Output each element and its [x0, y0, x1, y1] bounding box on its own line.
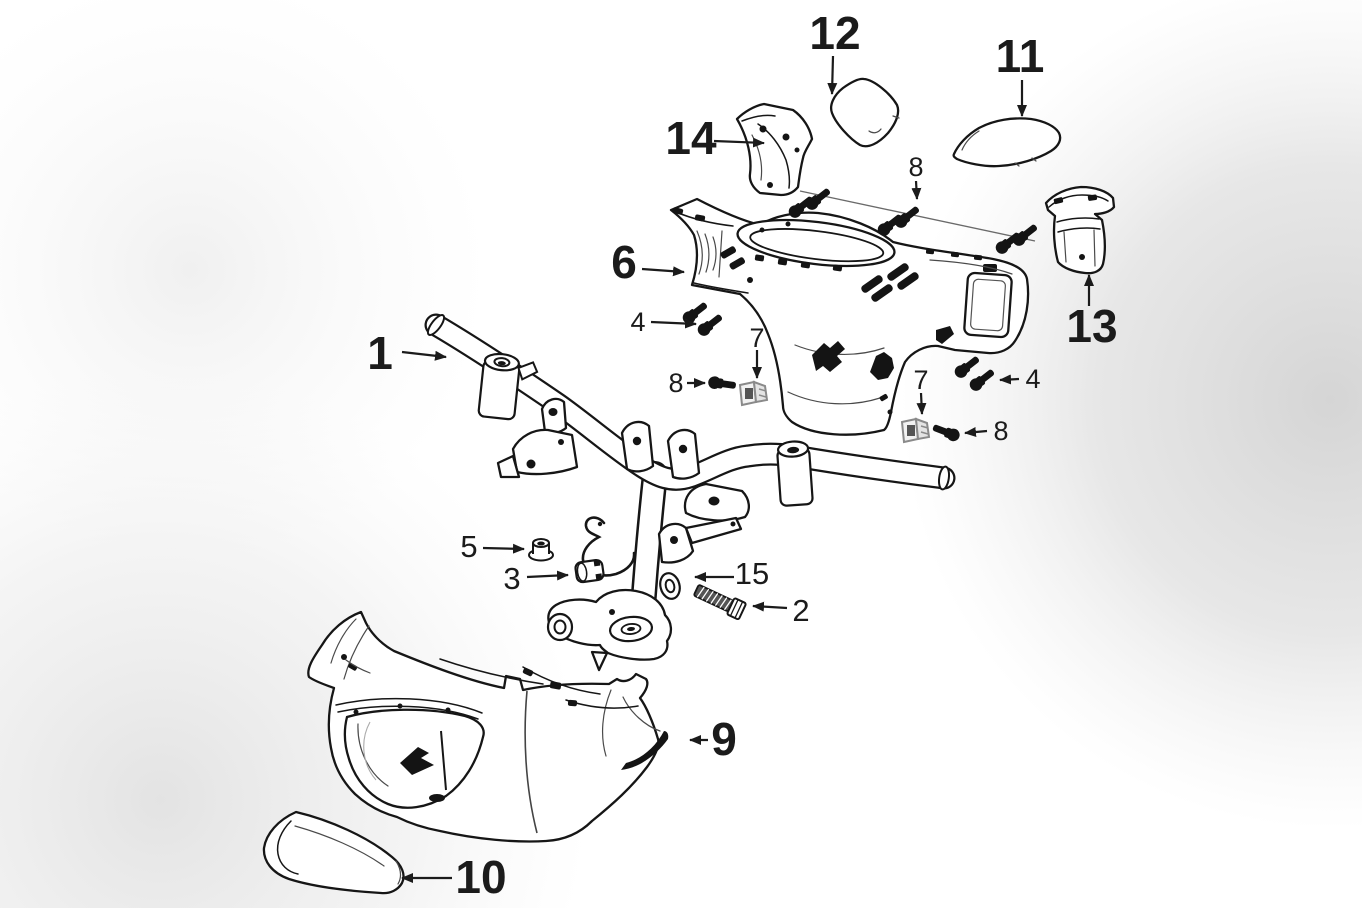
callout-3-arrow [526, 570, 569, 581]
part-10-lower-trim [262, 810, 405, 895]
part-2-bolt [693, 584, 747, 621]
part-12-cover-plate [830, 77, 900, 148]
clip-part-7-right [901, 418, 930, 443]
left-lower-bracket [511, 428, 579, 476]
callouts: 1 2 3 4 4 5 6 7 7 8 8 8 9 10 11 12 13 [367, 7, 1117, 903]
callout-5-label: 5 [460, 529, 477, 564]
callout-10-label: 10 [455, 851, 506, 903]
part-1-handlebar [424, 313, 956, 672]
left-upper-bracket [540, 397, 568, 435]
part-11-cover-plate [952, 117, 1062, 168]
callout-4-left-label: 4 [630, 307, 645, 337]
callout-14-label: 14 [665, 112, 717, 164]
callout-9-label: 9 [711, 713, 737, 765]
instrument-opening [736, 218, 896, 268]
callout-2-arrow [752, 601, 788, 612]
wire-spring-clip [581, 516, 636, 577]
part-5-flange-nut [528, 538, 554, 562]
callout-12-label: 12 [809, 7, 860, 59]
clip-part-7-left [739, 381, 768, 406]
callout-11-label: 11 [996, 30, 1045, 82]
callout-15-label: 15 [735, 556, 769, 591]
callout-7-right-label: 7 [913, 365, 928, 395]
callout-2-label: 2 [792, 593, 809, 628]
callout-4-right-arrow [999, 374, 1020, 385]
callout-8-right-arrow [964, 427, 988, 437]
callout-7-left-label: 7 [749, 323, 764, 353]
part-6-upper-cover [669, 197, 1030, 436]
callout-8-top-arrow [911, 180, 922, 200]
part-9-front-cover [307, 610, 669, 843]
callout-8-left-label: 8 [668, 368, 683, 398]
center-clamp-tab [620, 420, 655, 473]
callout-6-arrow [641, 266, 685, 277]
callout-13-label: 13 [1066, 300, 1117, 352]
callout-8-right-label: 8 [993, 416, 1008, 446]
part-15-washer [659, 572, 681, 600]
callout-12-arrow [827, 55, 838, 95]
callout-4-left-arrow [650, 318, 697, 329]
callout-14-arrow [713, 137, 765, 148]
callout-7-right-arrow [916, 392, 927, 415]
stem-base [546, 588, 673, 672]
part-3-bushing [574, 558, 605, 584]
callout-8-top-label: 8 [908, 152, 923, 182]
callout-4-right-label: 4 [1025, 364, 1040, 394]
right-mount-block [776, 440, 814, 507]
callout-6-label: 6 [611, 236, 637, 288]
screw-group-leader-line [799, 190, 1036, 242]
left-mount-block [477, 352, 539, 421]
callout-1-arrow [401, 350, 447, 361]
callout-1-label: 1 [367, 327, 393, 379]
part-13-rear-cover [1044, 185, 1116, 275]
callout-3-label: 3 [503, 561, 520, 596]
callout-5-arrow [482, 543, 525, 554]
wiring-harness [439, 658, 639, 709]
